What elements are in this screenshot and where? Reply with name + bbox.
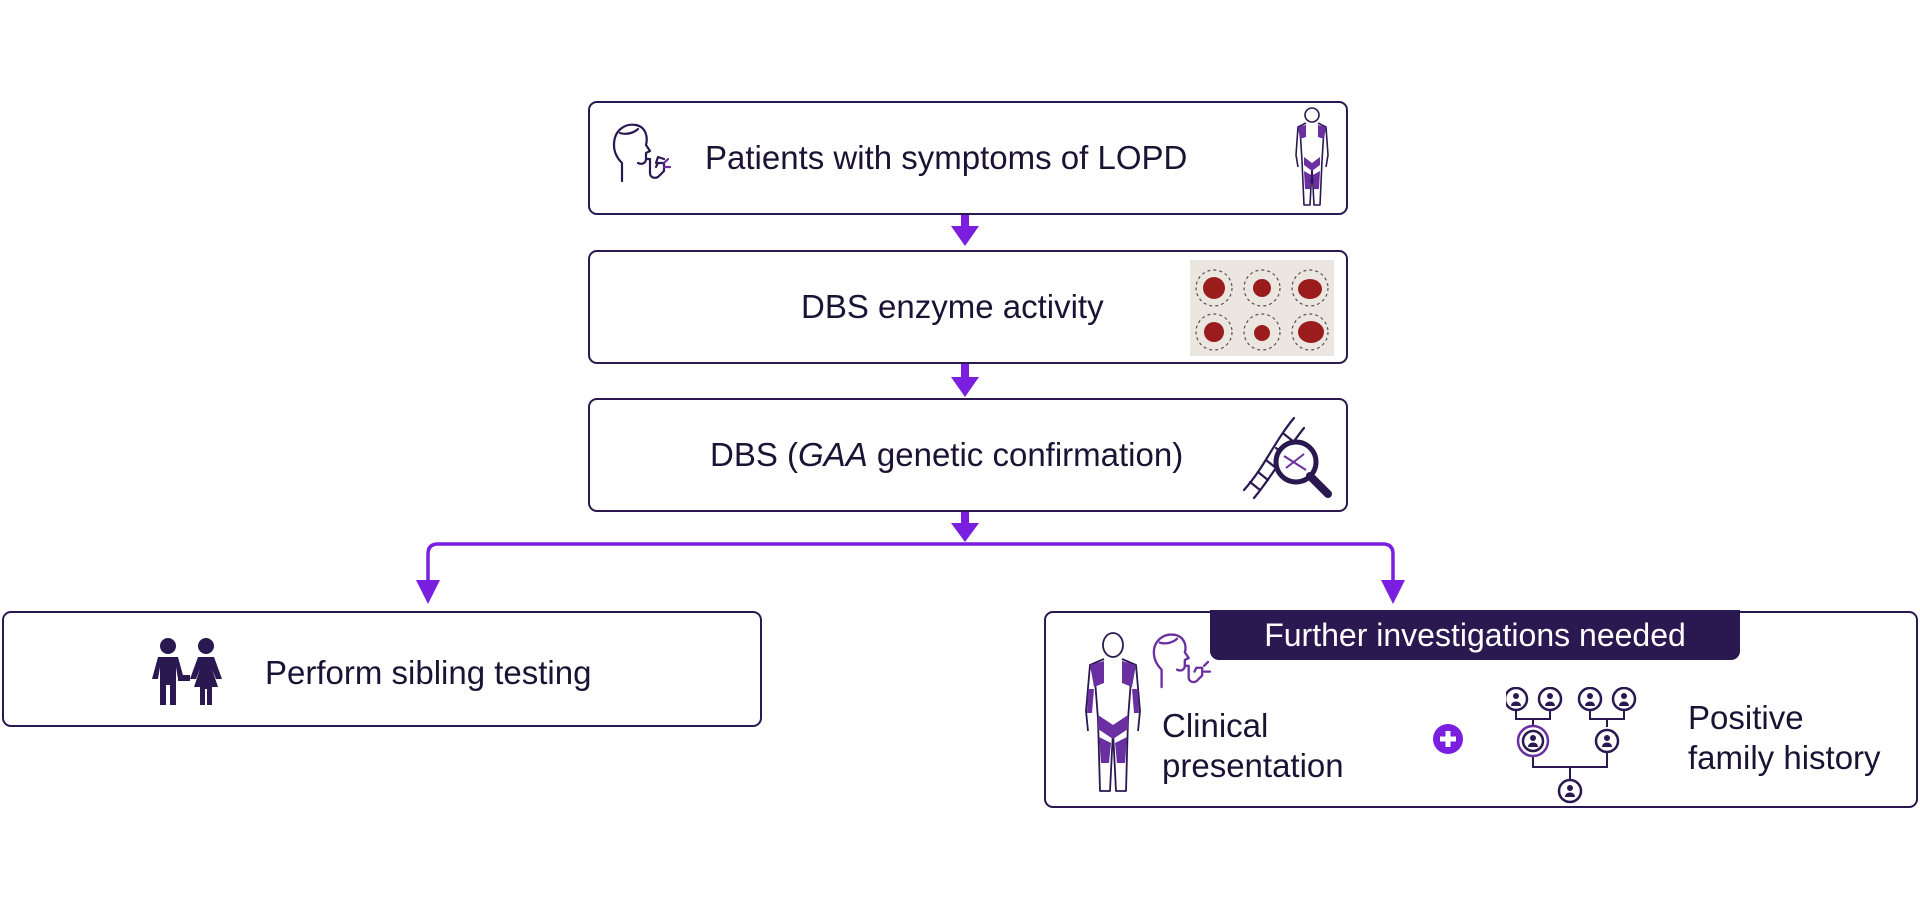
family-tree-icon [1506, 687, 1637, 804]
body-muscles-icon [1295, 107, 1329, 206]
body-muscles-icon [1085, 632, 1141, 792]
person-coughing-icon [1152, 633, 1212, 689]
person-coughing-icon [612, 123, 672, 183]
arrowhead-right [1381, 580, 1405, 604]
arrowhead-3 [951, 523, 979, 542]
arrowhead-left [416, 580, 440, 604]
family-history-line-1: Positive [1688, 699, 1804, 736]
arrowhead-2 [951, 377, 979, 397]
genetic-suffix: genetic confirmation) [867, 436, 1184, 473]
family-history-line-2: family history [1688, 739, 1881, 776]
genetic-confirmation-label: DBS (GAA genetic confirmation) [710, 438, 1183, 471]
arrow-shaft-3 [961, 512, 969, 525]
further-investigations-banner: Further investigations needed [1210, 610, 1740, 660]
genetic-confirmation-box: DBS (GAA genetic confirmation) [588, 398, 1348, 512]
dna-magnifier-icon [1242, 416, 1332, 500]
arrow-shaft-2 [961, 364, 969, 379]
arrow-shaft-1 [961, 214, 969, 228]
symptoms-label: Patients with symptoms of LOPD [705, 139, 1188, 176]
clinical-line-2: presentation [1162, 747, 1344, 784]
enzyme-activity-box: DBS enzyme activity [588, 250, 1348, 364]
symptoms-box: Patients with symptoms of LOPD [588, 101, 1348, 215]
two-children-icon [152, 638, 222, 705]
sibling-testing-label: Perform sibling testing [265, 654, 592, 691]
further-investigations-box: Further investigations needed Clinical p… [1044, 610, 1918, 808]
arrowhead-1 [951, 226, 979, 246]
tree-nodes [1506, 687, 1637, 804]
enzyme-activity-label: DBS enzyme activity [801, 288, 1104, 325]
gene-name: GAA [798, 436, 868, 473]
branch-connector [426, 542, 1395, 584]
sibling-testing-box: Perform sibling testing [2, 611, 762, 727]
clinical-line-1: Clinical [1162, 707, 1269, 744]
dried-blood-spot-card-icon [1190, 260, 1334, 356]
genetic-prefix: DBS ( [710, 436, 799, 473]
plus-circle-icon [1433, 724, 1463, 754]
